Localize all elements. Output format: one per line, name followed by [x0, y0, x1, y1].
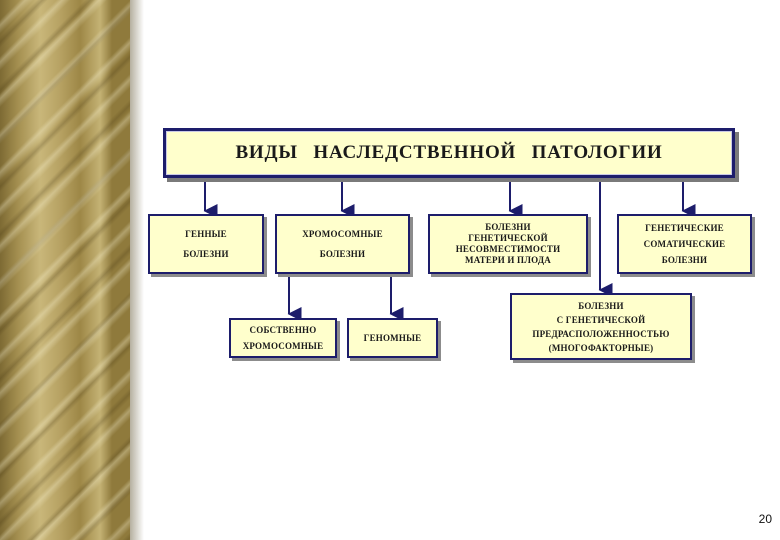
node-chromosomal-diseases: ХРОМОСОМНЫЕ БОЛЕЗНИ	[275, 214, 410, 274]
node-text: ГЕННЫЕ	[185, 229, 227, 239]
node-text: ГЕНОМНЫЕ	[363, 333, 422, 343]
decorative-side-band	[0, 0, 144, 540]
diagram-title: ВИДЫ НАСЛЕДСТВЕННОЙ ПАТОЛОГИИ	[235, 142, 663, 163]
diagram-title-box: ВИДЫ НАСЛЕДСТВЕННОЙ ПАТОЛОГИИ	[163, 128, 735, 178]
node-text: ПРЕДРАСПОЛОЖЕННОСТЬЮ	[532, 328, 670, 339]
node-text: МАТЕРИ И ПЛОДА	[465, 255, 551, 265]
node-text: СОМАТИЧЕСКИЕ	[643, 239, 726, 249]
node-text: ХРОМОСОМНЫЕ	[242, 341, 324, 351]
node-text: ХРОМОСОМНЫЕ	[302, 229, 383, 239]
node-text: С ГЕНЕТИЧЕСКОЙ	[556, 314, 646, 325]
node-text: ГЕНЕТИЧЕСКИЕ	[645, 223, 724, 233]
node-text: НЕСОВМЕСТИМОСТИ	[455, 244, 561, 254]
node-text: БОЛЕЗНИ	[485, 222, 531, 232]
page-number: 20	[758, 512, 772, 526]
node-genomic: ГЕНОМНЫЕ	[347, 318, 438, 358]
node-text: БОЛЕЗНИ	[578, 300, 624, 311]
node-own-chromosomal: СОБСТВЕННО ХРОМОСОМНЫЕ	[229, 318, 337, 358]
node-multifactorial-diseases: БОЛЕЗНИ С ГЕНЕТИЧЕСКОЙ ПРЕДРАСПОЛОЖЕННОС…	[510, 293, 692, 360]
node-text: БОЛЕЗНИ	[661, 255, 708, 265]
node-text: СОБСТВЕННО	[249, 325, 317, 335]
node-text: БОЛЕЗНИ	[183, 249, 229, 259]
node-text: ГЕНЕТИЧЕСКОЙ	[468, 233, 548, 243]
node-text: БОЛЕЗНИ	[319, 249, 366, 259]
side-band-shadow	[130, 0, 144, 540]
node-somatic-diseases: ГЕНЕТИЧЕСКИЕ СОМАТИЧЕСКИЕ БОЛЕЗНИ	[617, 214, 752, 274]
node-gene-diseases: ГЕННЫЕ БОЛЕЗНИ	[148, 214, 264, 274]
node-text: (МНОГОФАКТОРНЫЕ)	[548, 342, 654, 353]
node-incompatibility-diseases: БОЛЕЗНИ ГЕНЕТИЧЕСКОЙ НЕСОВМЕСТИМОСТИ МАТ…	[428, 214, 588, 274]
